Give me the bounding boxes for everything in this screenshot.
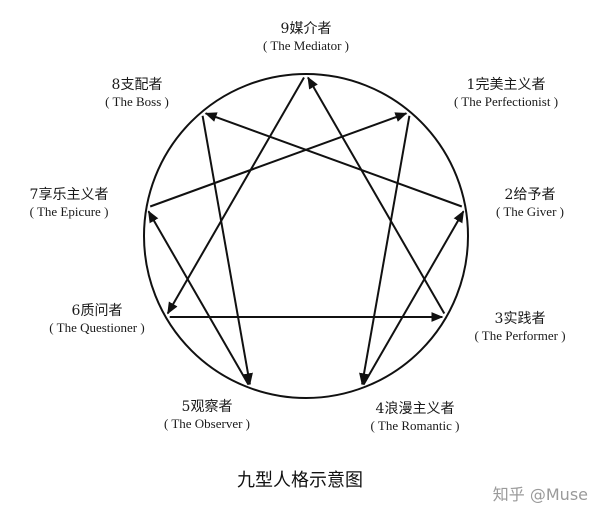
arrow-5-to-7 — [147, 210, 250, 386]
type-7-label: 7享乐主义者 ( The Epicure ) — [29, 187, 109, 220]
arrow-3-to-9 — [307, 76, 446, 315]
type-8-label: 8支配者 ( The Boss ) — [105, 77, 169, 110]
type-9-label: 9媒介者 ( The Mediator ) — [262, 21, 350, 54]
type-4-label: 4浪漫主义者 ( The Romantic ) — [370, 401, 460, 434]
arrow-1-to-4 — [359, 115, 411, 386]
type-6-label: 6质问者 ( The Questioner ) — [49, 303, 145, 336]
arrow-2-to-8 — [204, 112, 463, 208]
type-5-label: 5观察者 ( The Observer ) — [163, 399, 251, 432]
diagram-caption: 九型人格示意图 — [237, 470, 363, 491]
arrow-4-to-2 — [362, 210, 465, 386]
type-3-label: 3实践者 ( The Performer ) — [474, 311, 566, 344]
arrow-9-to-6 — [166, 76, 305, 315]
enneagram-circle — [143, 73, 469, 399]
arrow-8-to-5 — [201, 115, 253, 386]
watermark-text: 知乎 @Muse — [492, 485, 588, 504]
arrow-7-to-1 — [149, 112, 408, 208]
type-2-label: 2给予者 ( The Giver ) — [496, 187, 564, 220]
type-1-label: 1完美主义者 ( The Perfectionist ) — [453, 77, 559, 110]
arrow-layer — [147, 76, 465, 386]
